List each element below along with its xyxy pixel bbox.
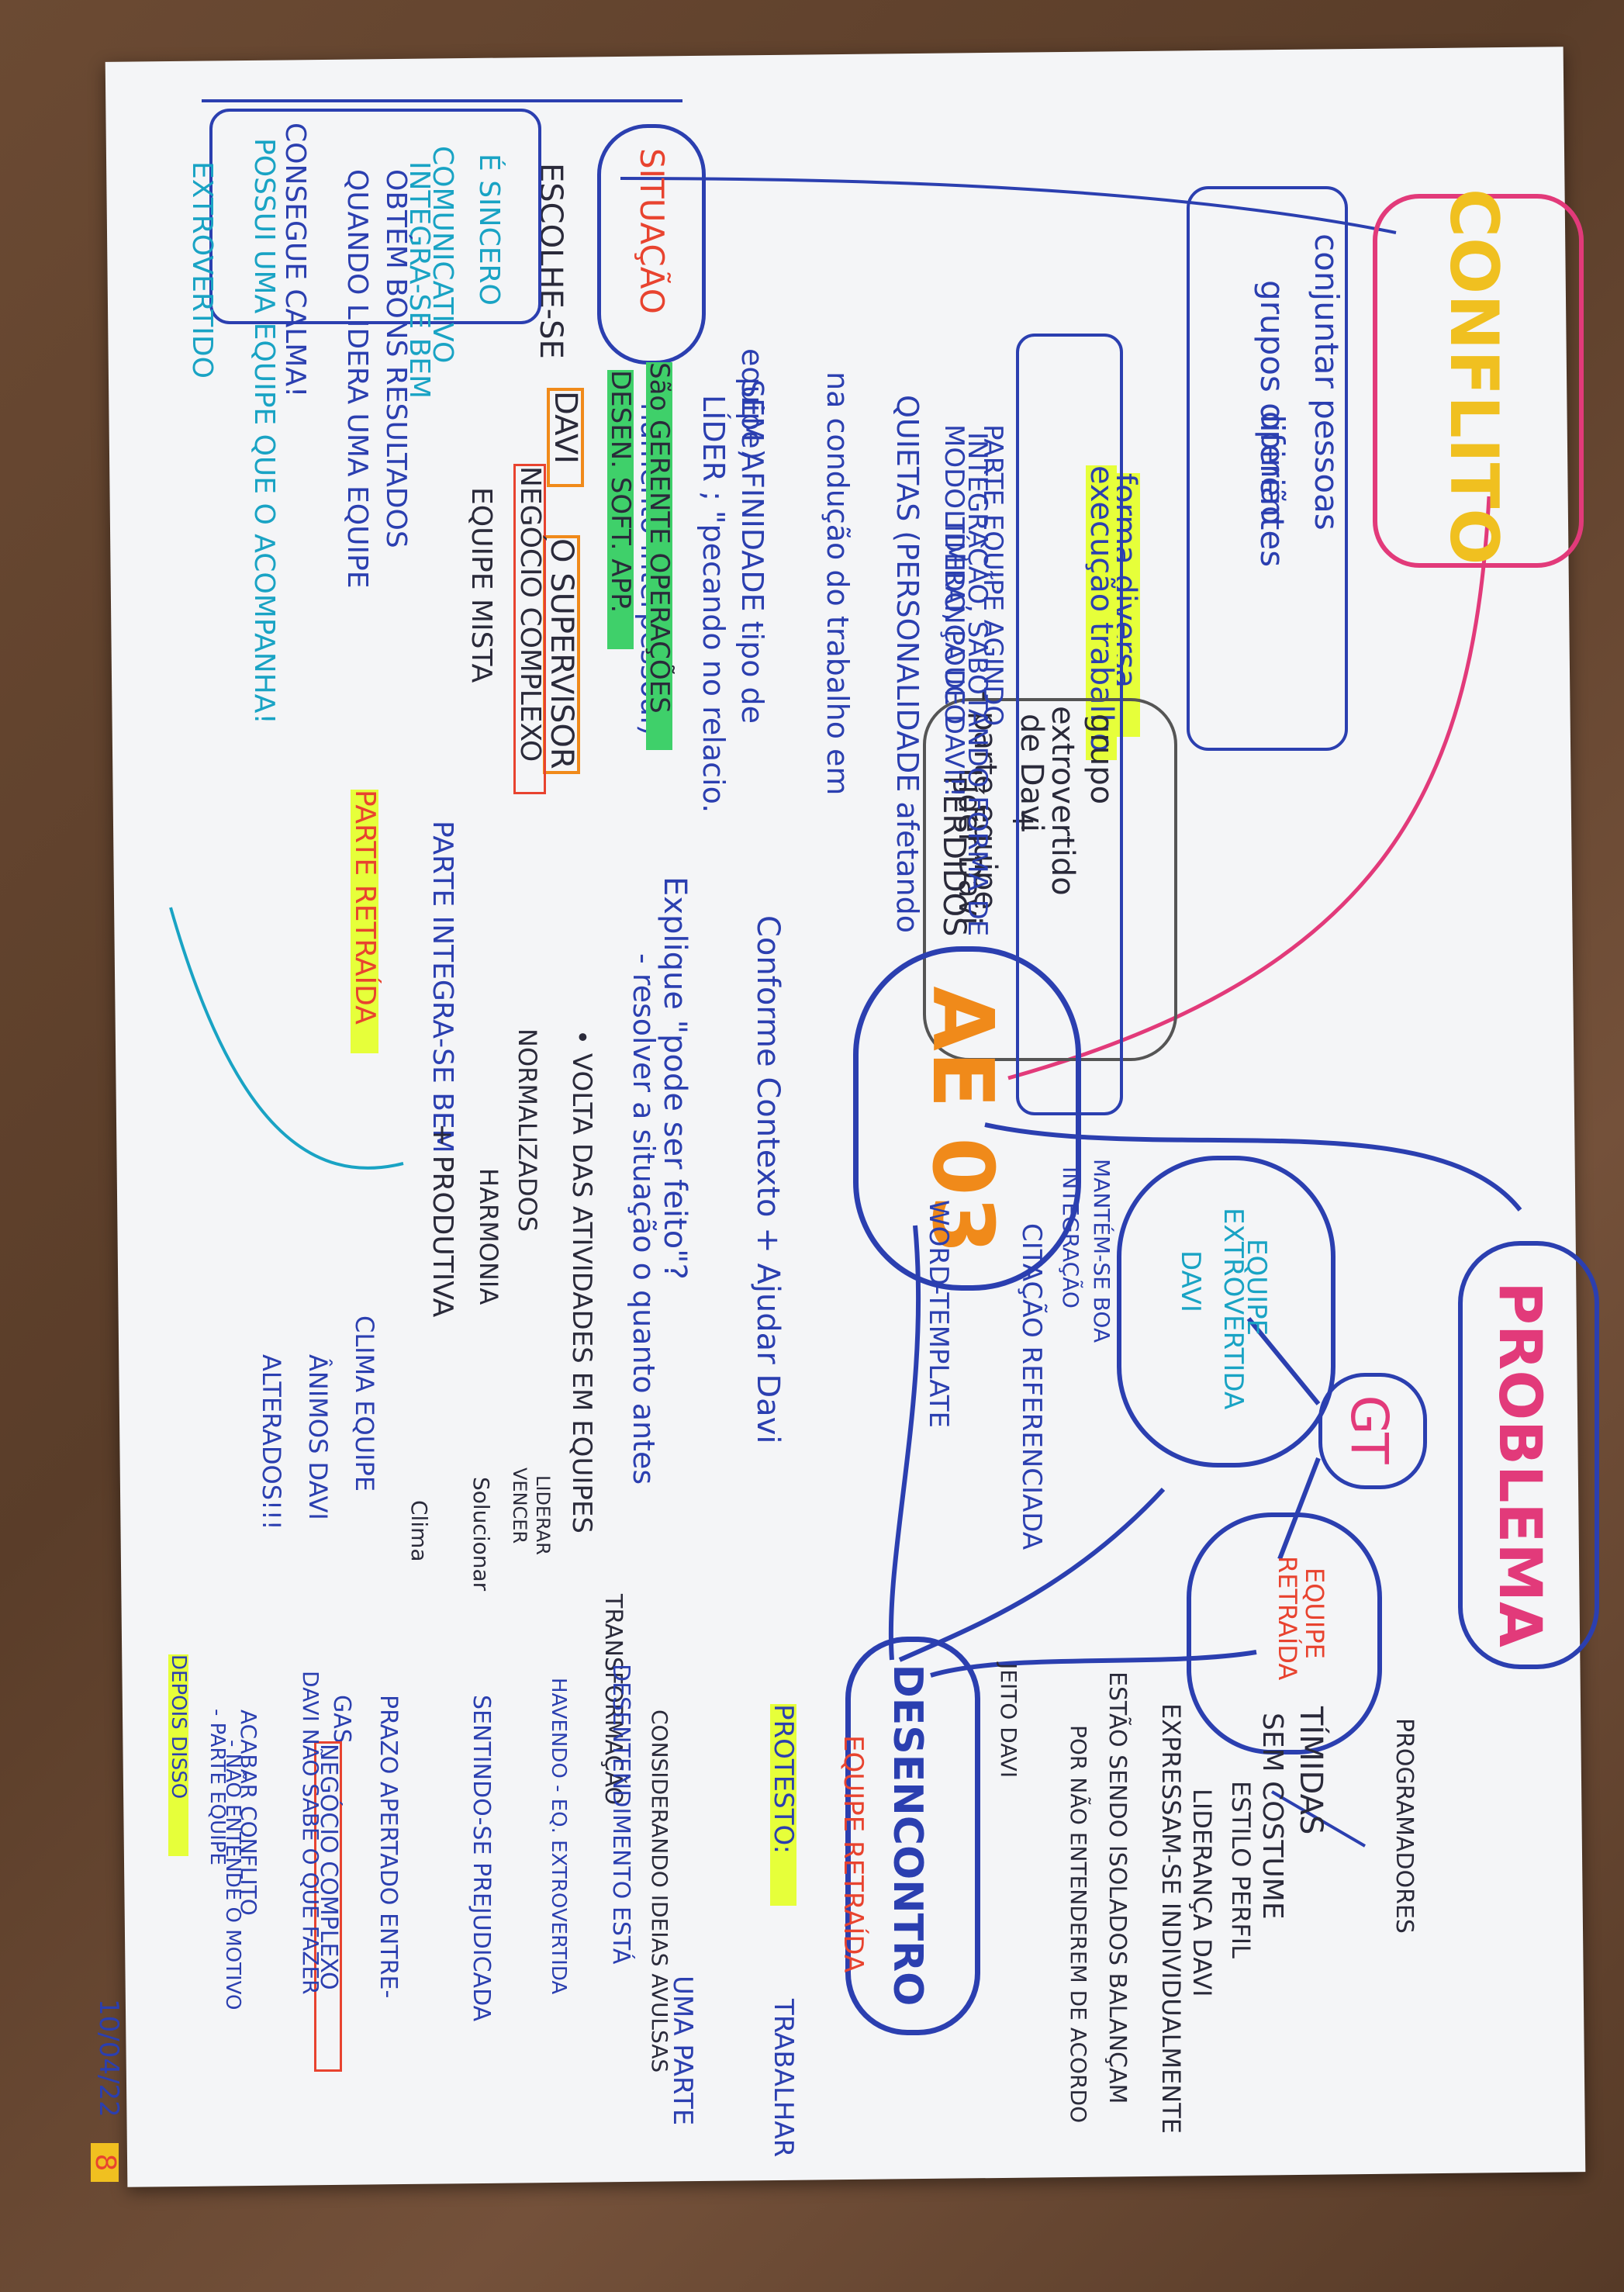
situacao-sincero: É SINCERO	[473, 154, 505, 306]
prob-timidas: TÍMIDAS	[1293, 1706, 1329, 1835]
desencontro-dep: DEPOIS DISSO	[167, 1654, 190, 1856]
ext-mantem2: INTEGRAÇÃO	[1058, 1167, 1083, 1308]
ret-line1: EQUIPE	[1300, 1568, 1329, 1659]
ae03-solucionar: Solucionar	[468, 1477, 494, 1592]
desencontro-n4: DAVI NÃO SABE O QUE FAZER	[298, 1671, 323, 1995]
situacao-davi: DAVI	[547, 388, 584, 487]
prob-lideranca: LIDERANÇA DAVI	[1187, 1789, 1217, 1997]
conflito-line1: conjuntar pessoas	[1308, 233, 1346, 531]
equipe-line4: LIDERANÇA DE DAVI!!	[938, 510, 969, 798]
ae03-liderar: LIDERAR	[532, 1475, 554, 1555]
situacao-possui: POSSUI UMA EQUIPE QUE O ACOMPANHA!	[248, 138, 280, 724]
desencontro-considerando: CONSIDERANDO IDEIAS AVULSAS	[647, 1709, 672, 2073]
connector-gt-ret	[1277, 1457, 1321, 1561]
desencontro-n1: DESENTENDIMENTO ESTÁ	[607, 1664, 634, 1965]
ae03-volta: • VOLTA DAS ATIVIDADES EM EQUIPES	[566, 1029, 597, 1533]
ext-mantem1: MANTÉM-SE BOA	[1089, 1159, 1114, 1343]
gt-node[interactable]	[1318, 1373, 1427, 1489]
connector-ae03-desencontro	[888, 1225, 921, 1661]
conflito-bracket-box	[1187, 186, 1348, 751]
desencontro-trabalhar: TRABALHAR	[768, 1999, 799, 2158]
ext-line3: DAVI	[1175, 1250, 1206, 1312]
situacao-parte-retraida: PARTE RETRAÍDA	[349, 790, 381, 1053]
footer-date: 10/04/22	[93, 1999, 124, 2117]
connector-conflito-situacao	[620, 177, 1397, 234]
prob-estao: ESTÃO SENDO ISOLADOS BALANÇAM	[1104, 1671, 1131, 2104]
ae03-harmonia: HARMONIA	[474, 1168, 503, 1305]
connector-situacao-teal	[169, 907, 404, 1170]
quietas-line5: LÍDER ; "pecando no relacio.	[696, 395, 731, 814]
footer-page: 8	[89, 2143, 121, 2182]
situacao-equipe-mista: EQUIPE MISTA	[465, 487, 497, 683]
ae03-conforme: Conforme Contexto + Ajudar Davi	[750, 915, 786, 1444]
grupo-bubble	[923, 698, 1177, 1061]
desencontro-eq-retraida: EQUIPE RETRAÍDA	[838, 1735, 869, 1973]
ae03-explique: Explique "pode ser feito"?	[657, 876, 693, 1280]
situacao-sao2: DESEN. SOFT. APP.	[605, 370, 636, 649]
prob-prog: PROGRAMADORES	[1391, 1718, 1418, 1934]
prob-estilo: ESTILO PERFIL	[1226, 1781, 1256, 1958]
situacao-mais-produtiva: + PRODUTIVA	[427, 1123, 458, 1318]
desencontro-node[interactable]	[845, 1637, 980, 2035]
desencontro-n5c: ALTERADOS!!!	[257, 1354, 286, 1530]
connector-ae03-problema	[984, 1122, 1522, 1212]
situacao-obtem: OBTÉM BONS RESULTADOS	[380, 169, 412, 548]
problema-node[interactable]	[1458, 1241, 1599, 1669]
equipe-ext-node[interactable]	[1117, 1156, 1335, 1468]
desencontro-n2: SENTINDO-SE PREJUDICADA	[468, 1695, 495, 2022]
prob-sem: SEM COSTUME	[1256, 1713, 1288, 1920]
situacao-list-box	[209, 109, 541, 324]
quietas-line4: SEM AFINIDADE tipo de	[735, 379, 769, 724]
desencontro-n5: CLIMA EQUIPE	[350, 1315, 379, 1492]
situacao-title: SITUAÇÃO	[633, 148, 671, 314]
prob-jeito: JEITO DAVI	[996, 1663, 1021, 1779]
desencontro-title: DESENCONTRO	[884, 1664, 931, 2007]
desencontro-n3: PRAZO APERTADO ENTRE-	[375, 1695, 402, 1999]
conflito-node[interactable]	[1373, 194, 1584, 568]
quietas-line1: QUIETAS (PERSONALIDADE afetando	[890, 395, 924, 934]
ae03-vencer: VENCER	[509, 1468, 530, 1544]
desencontro-n1b: HAVENDO - EQ. EXTROVERTIDA	[547, 1678, 570, 1995]
prob-expressam: EXPRESSAM-SE INDIVIDUALMENTE	[1156, 1703, 1186, 2134]
conflito-title: CONFLITO	[1435, 188, 1512, 565]
ae03-node[interactable]	[853, 946, 1081, 1291]
ret-line2: RETRAÍDA	[1273, 1556, 1302, 1681]
situacao-negocio: NEGÓCIO COMPLEXO	[513, 464, 546, 794]
desencontro-n4d: - PARTE EQUIPE	[206, 1709, 229, 1865]
situacao-extrovertido: EXTROVERTIDO	[186, 161, 218, 379]
desencontro-n5b: ÂNIMOS DAVI	[303, 1354, 333, 1520]
ae03-clima: Clima	[406, 1500, 432, 1562]
situacao-supervisor: O SUPERVISOR	[543, 535, 580, 774]
conflito-opiniao: opinião	[1254, 411, 1290, 525]
situacao-consegue: CONSEGUE CALMA!	[279, 123, 311, 398]
ae03-resolver: - resolver a situação o quanto antes	[627, 953, 661, 1485]
situacao-quando: QUANDO LIDERA UMA EQUIPE	[341, 169, 373, 589]
desencontro-umaparte: UMA PARTE	[667, 1976, 698, 2126]
equipe-ret-node[interactable]	[1187, 1512, 1382, 1754]
situacao-sao1: São GERENTE OPERAÇÕES	[644, 362, 675, 750]
desencontro-protesto: PROTESTO:	[768, 1704, 799, 1906]
ae03-citacao: CITAÇÃO REFERENCIADA	[1016, 1223, 1047, 1550]
equipe-bracket	[1016, 334, 1123, 1115]
ae03-word: WORD-TEMPLATE	[923, 1200, 954, 1429]
ae03-normalizados: NORMALIZADOS	[513, 1028, 542, 1232]
gt-title: GT	[1339, 1395, 1399, 1464]
quietas-line2: na condução do trabalho em	[821, 372, 855, 796]
bracket-problema	[1270, 1790, 1367, 1848]
problema-title: PROBLEMA	[1486, 1281, 1555, 1647]
prob-por: POR NÃO ENTENDEREM DE ACORDO	[1066, 1725, 1091, 2124]
ext-line2: EXTROVERTIDA	[1218, 1208, 1249, 1410]
